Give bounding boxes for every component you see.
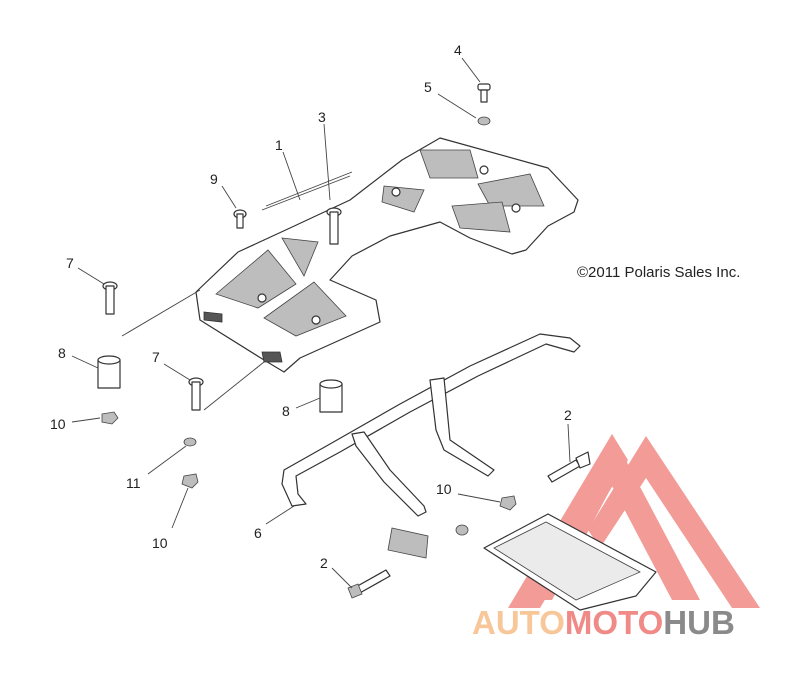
label-plate [387,527,429,559]
callout-10-left: 10 [50,416,66,432]
callout-5: 5 [424,79,432,95]
bolt-3 [326,207,342,245]
callout-2-lower: 2 [320,555,328,571]
watermark-logo-text: AUTOMOTOHUB [472,604,735,642]
logo-word-hub: HUB [663,604,735,641]
callout-6: 6 [254,525,262,541]
spacer-8-left [97,355,121,389]
nut-10-left [101,411,119,425]
rack-support-frame [281,333,581,517]
logo-word-moto: MOTO [564,604,664,641]
callout-2-right: 2 [564,407,572,423]
washer-5 [477,116,491,126]
spacer-8-right [319,379,343,413]
callout-8-left: 8 [58,345,66,361]
callout-7-upper: 7 [66,255,74,271]
bolt-2-right [547,451,591,483]
callout-numbers: 1 3 4 5 9 7 8 7 8 10 11 10 6 10 2 2 [50,42,572,571]
callout-4: 4 [454,42,462,58]
callout-9: 9 [210,171,218,187]
callout-11: 11 [126,475,141,491]
nut-10-center [181,473,199,489]
bolt-2-lower [347,569,391,599]
bolt-4 [477,83,491,103]
logo-word-auto: AUTO [472,604,565,641]
bolt-9 [233,209,247,229]
callout-1: 1 [275,137,283,153]
nut-10-right [455,495,517,536]
copyright-notice: ©2011 Polaris Sales Inc. [577,264,741,281]
bottom-bracket [483,513,657,611]
rear-rack-platform [195,137,579,373]
callout-10-center: 10 [152,535,168,551]
callout-7-lower: 7 [152,349,160,365]
callout-10-right: 10 [436,481,452,497]
leader-lines [71,57,571,589]
callout-3: 3 [318,109,326,125]
callout-8-right: 8 [282,403,290,419]
bolt-7-lower [188,377,204,411]
bolt-7-upper [102,281,118,315]
washer-11 [183,437,197,447]
